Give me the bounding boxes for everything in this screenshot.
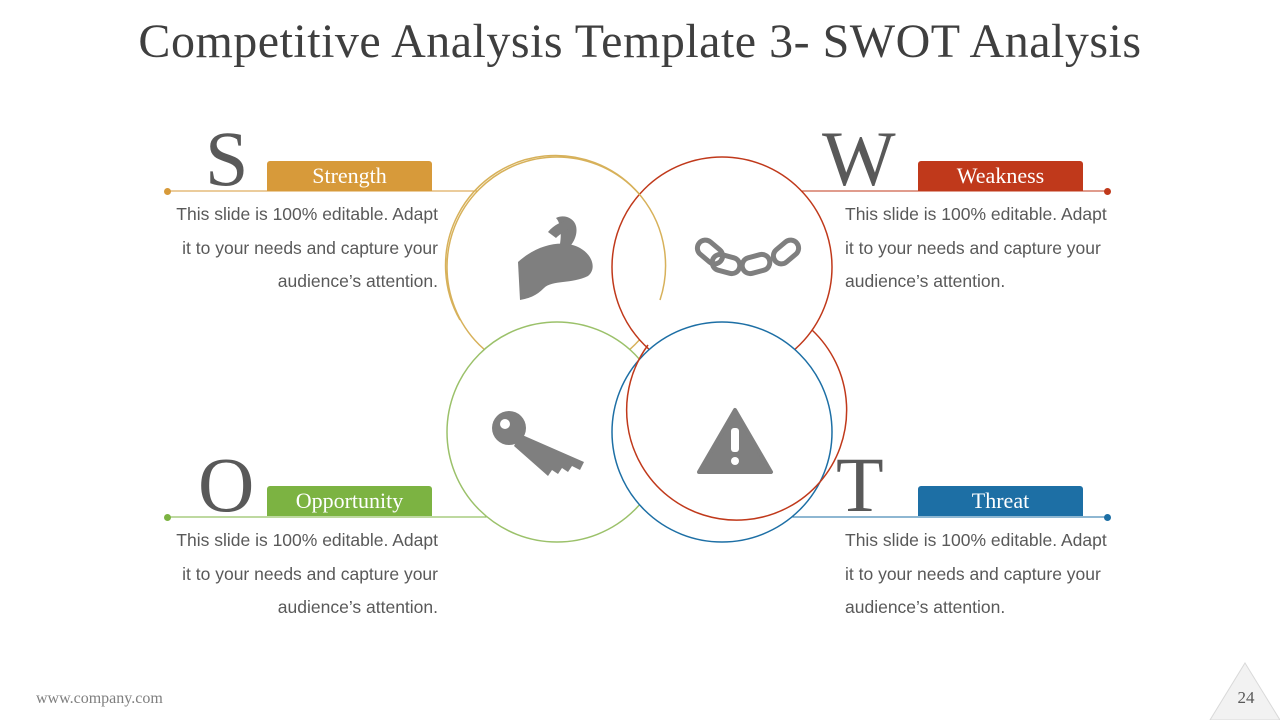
threat-description: This slide is 100% editable. Adapt it to… — [845, 524, 1145, 625]
threat-text-line: audience’s attention. — [845, 597, 1006, 617]
threat-dot — [1104, 514, 1111, 521]
warning-icon — [697, 408, 773, 474]
opportunity-dot — [164, 514, 171, 521]
strength-text-line: it to your needs and capture your — [182, 237, 438, 258]
weakness-letter: W — [822, 115, 896, 202]
opportunity-text-line: it to your needs and capture your — [182, 563, 438, 584]
key-icon — [492, 411, 584, 476]
opportunity-description: This slide is 100% editable. Adapt it to… — [138, 524, 438, 625]
company-website: www.company.com — [36, 690, 163, 707]
threat-text-line: it to your needs and capture your — [845, 563, 1101, 584]
weakness-text-line: This slide is 100% editable. Adapt — [845, 204, 1107, 224]
weakness-dot — [1104, 188, 1111, 195]
strength-tag: Strength — [267, 161, 432, 191]
flexed-arm-icon — [518, 216, 593, 300]
opportunity-text-line: audience’s attention. — [277, 597, 438, 617]
broken-chain-icon — [694, 237, 802, 277]
strength-description: This slide is 100% editable. Adapt it to… — [138, 198, 438, 299]
threat-text-line: This slide is 100% editable. Adapt — [845, 530, 1107, 550]
weakness-description: This slide is 100% editable. Adapt it to… — [845, 198, 1145, 299]
strength-text-line: This slide is 100% editable. Adapt — [176, 204, 438, 224]
page-number: 24 — [1237, 688, 1255, 707]
weakness-arc-overlap — [625, 329, 848, 521]
page-corner-triangle — [1209, 662, 1280, 720]
threat-tag: Threat — [918, 486, 1083, 516]
opportunity-tag: Opportunity — [267, 486, 432, 516]
strength-letter: S — [205, 115, 249, 202]
strength-dot — [164, 188, 171, 195]
strength-arc-overlap — [444, 154, 667, 321]
opportunity-text-line: This slide is 100% editable. Adapt — [176, 530, 438, 550]
threat-letter: T — [836, 441, 884, 528]
weakness-tag: Weakness — [918, 161, 1083, 191]
slide-title: Competitive Analysis Template 3- SWOT An… — [138, 15, 1142, 68]
strength-text-line: audience’s attention. — [277, 271, 438, 291]
weakness-text-line: audience’s attention. — [845, 271, 1006, 291]
opportunity-letter: O — [198, 441, 255, 528]
weakness-text-line: it to your needs and capture your — [845, 237, 1101, 258]
